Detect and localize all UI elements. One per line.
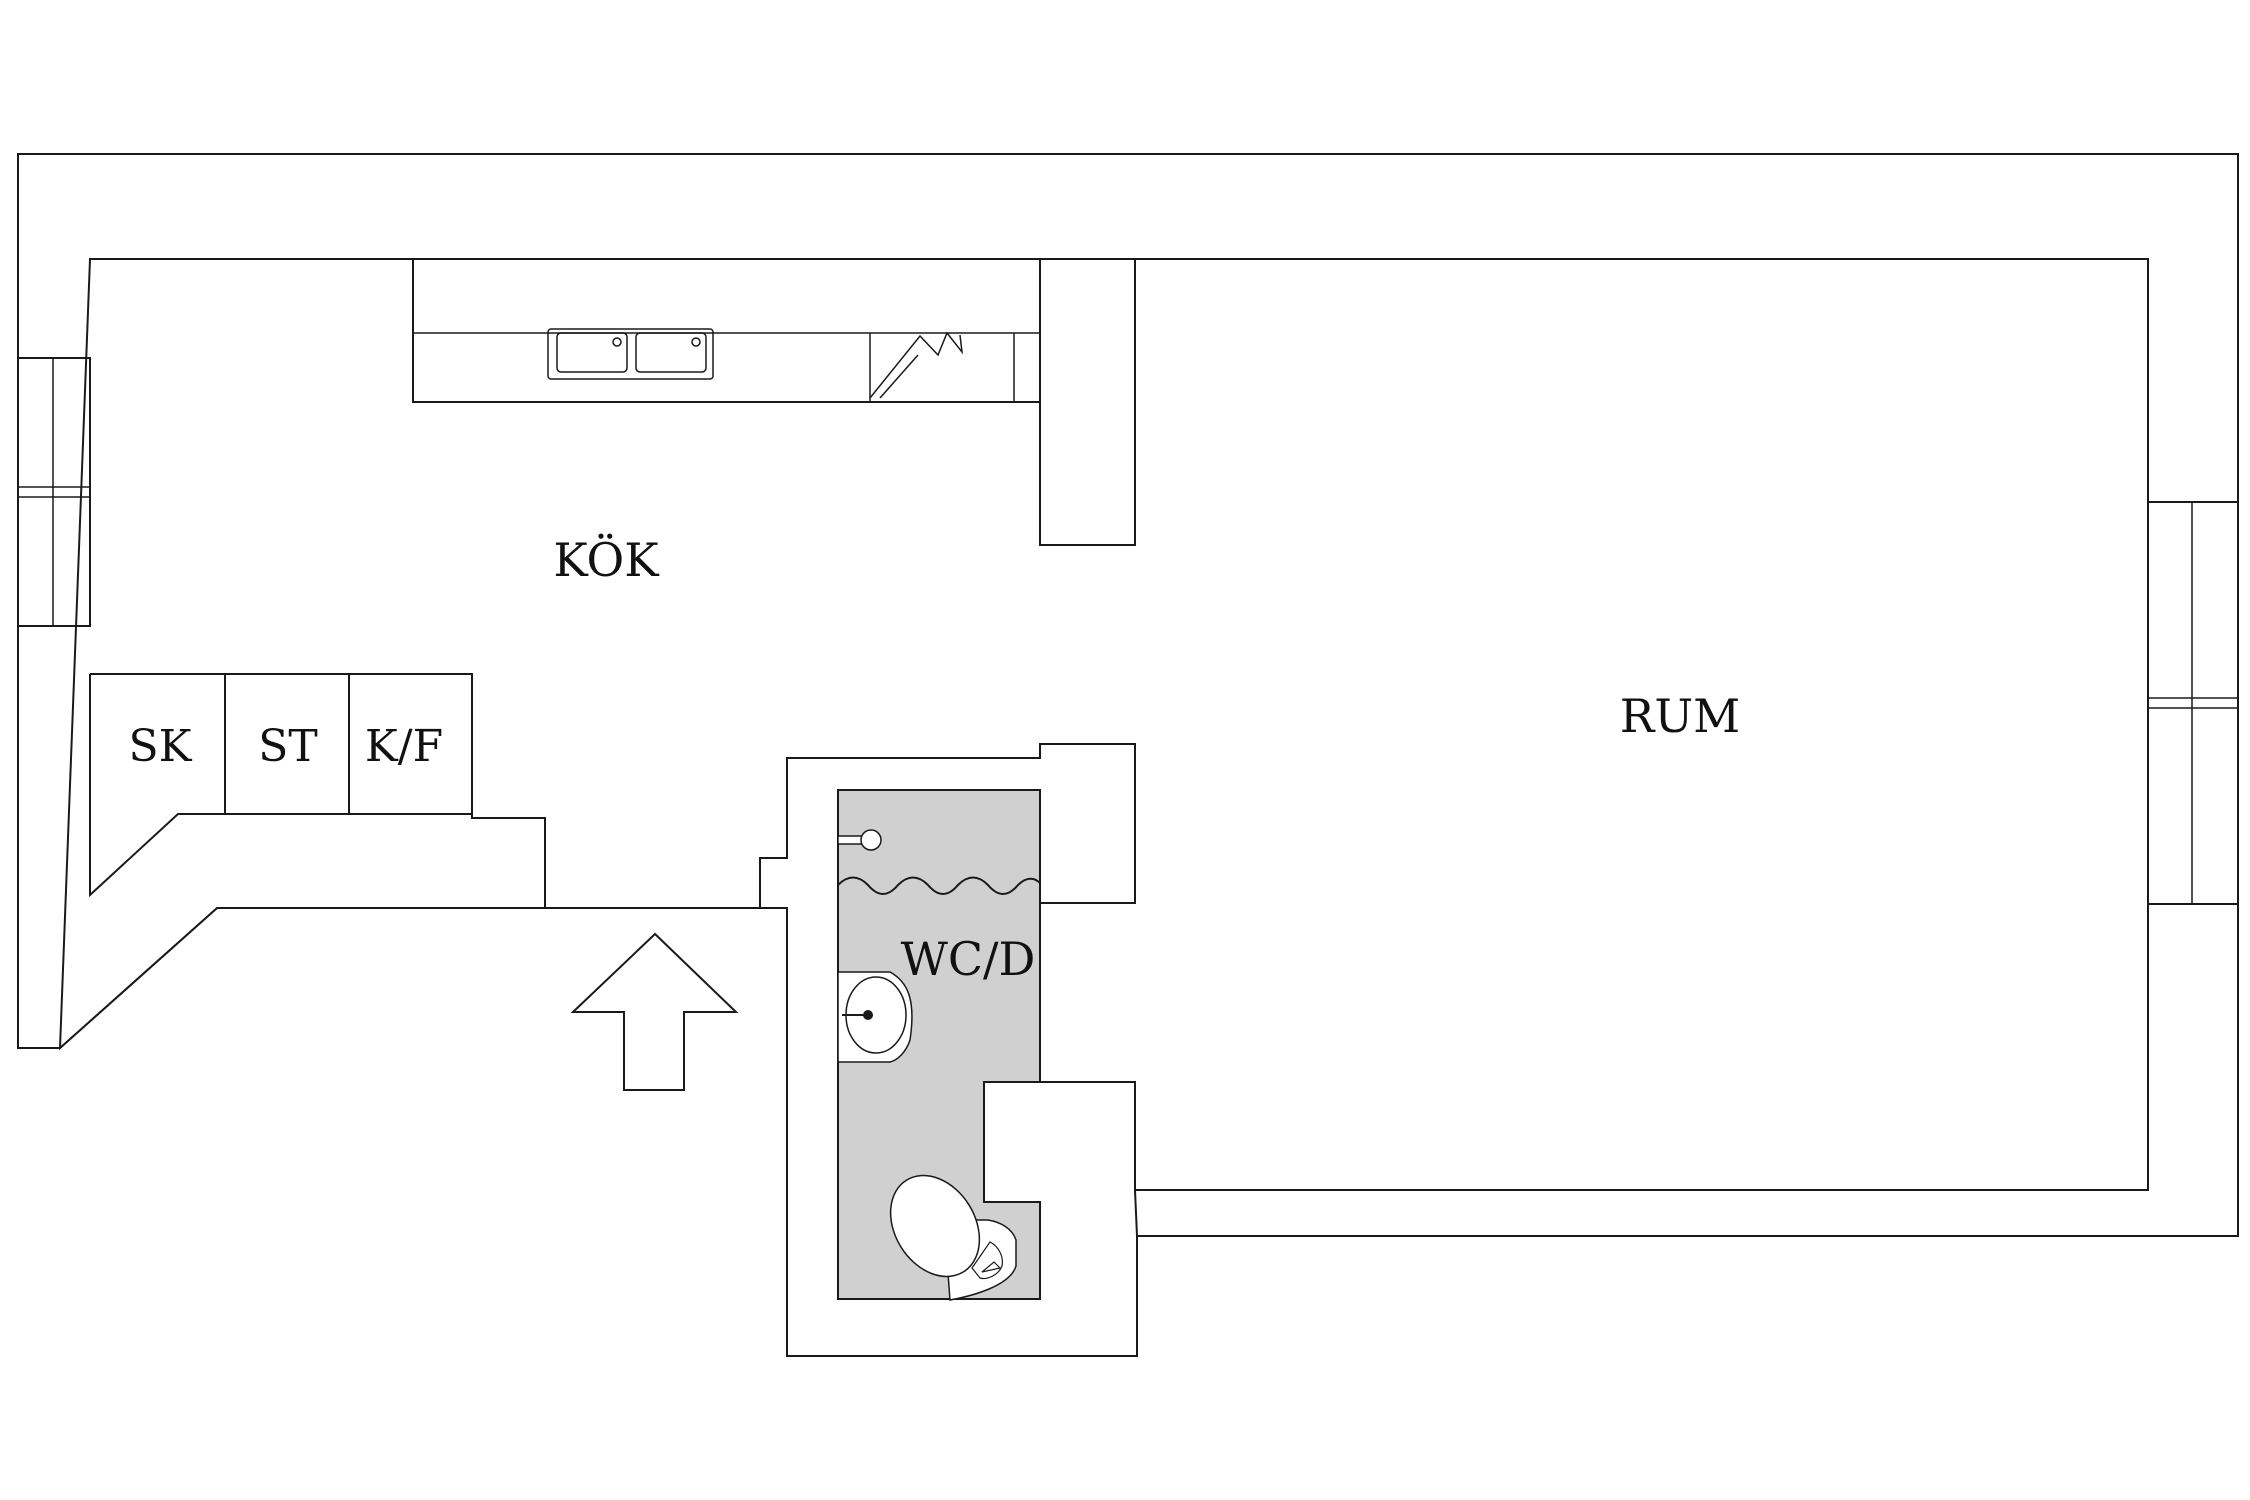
toilet-icon xyxy=(889,1174,1017,1301)
cabinet-label-kf: K/F xyxy=(365,721,443,772)
cabinet-label-sk: SK xyxy=(128,721,192,772)
cabinet-block xyxy=(89,673,546,908)
room-label-living: RUM xyxy=(1620,689,1741,743)
sink-icon xyxy=(547,328,714,380)
room-label-bathroom: WC/D xyxy=(901,932,1036,986)
partition-wall xyxy=(1039,258,1136,546)
shower-curtain xyxy=(837,876,1041,895)
room-label-kitchen: KÖK xyxy=(553,532,660,587)
washbasin-icon xyxy=(837,971,913,1063)
cabinet-label-st: ST xyxy=(258,721,318,772)
entrance-arrow-icon xyxy=(570,932,739,1091)
bathroom-floor xyxy=(837,789,1041,1300)
kitchen-counter xyxy=(412,258,1041,403)
shower-head-icon xyxy=(837,829,882,851)
window-left xyxy=(17,357,91,627)
window-right xyxy=(2147,501,2239,905)
dishwasher-icon xyxy=(869,331,964,399)
